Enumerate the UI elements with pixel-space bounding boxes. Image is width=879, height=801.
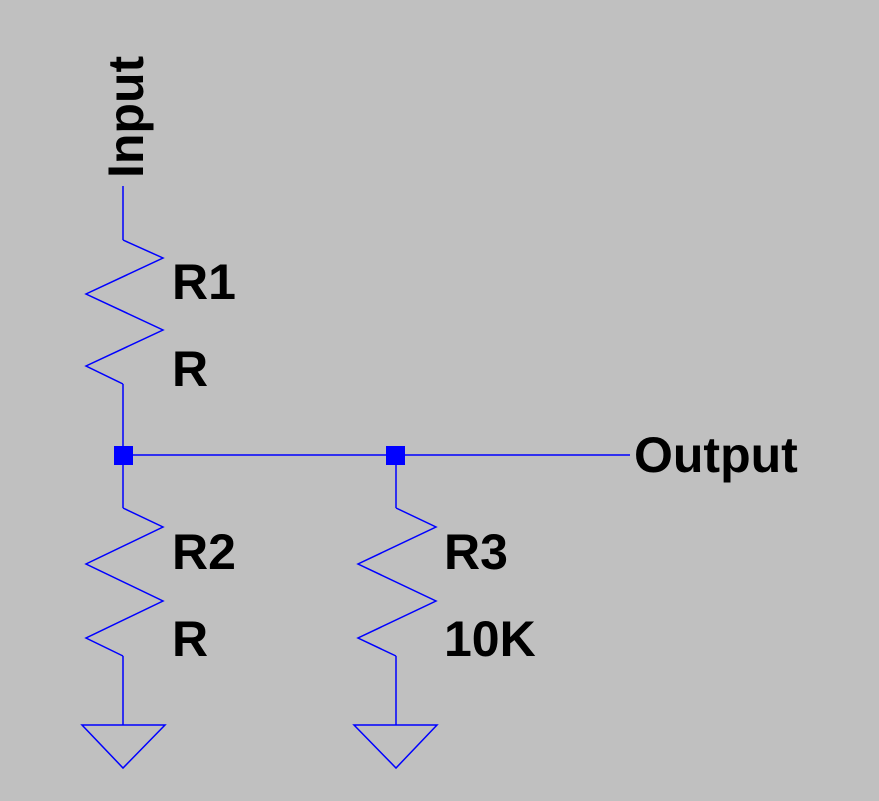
resistor-r1-name: R1 [172, 254, 236, 310]
ground-r3-icon [352, 724, 439, 770]
resistor-r3-value: 10K [444, 611, 536, 667]
resistor-r3-name: R3 [444, 524, 508, 580]
resistor-r2-name: R2 [172, 524, 236, 580]
resistor-r1-value: R [172, 341, 208, 397]
ground-r2-icon [80, 724, 167, 770]
resistor-r2-symbol[interactable] [84, 507, 165, 657]
resistor-r1-symbol[interactable] [84, 239, 165, 385]
resistor-r3-symbol[interactable] [356, 507, 438, 657]
resistor-r2-value: R [172, 611, 208, 667]
input-net-label: Input [98, 55, 154, 178]
output-net-label: Output [634, 427, 798, 483]
